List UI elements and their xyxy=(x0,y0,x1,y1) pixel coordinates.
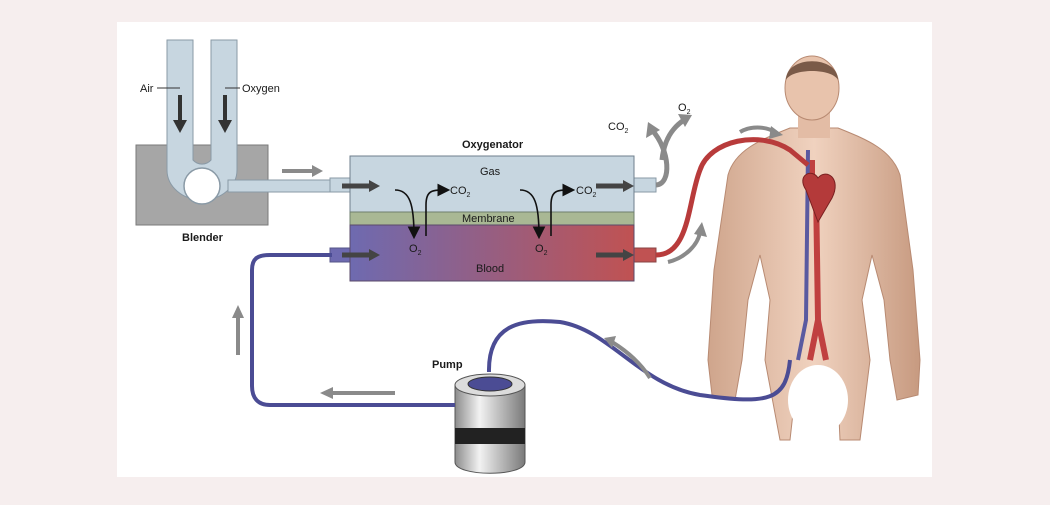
gas-out-arrow-head xyxy=(623,180,634,192)
heart xyxy=(802,172,836,224)
air-label: Air xyxy=(140,83,154,95)
air-down-arrow-head xyxy=(173,120,187,133)
blood-out-arrow-head xyxy=(623,249,634,261)
return-flow-arrows xyxy=(667,125,783,264)
gas-in-arrow-head xyxy=(369,180,380,192)
exhaust-co2-arrow xyxy=(650,128,670,188)
exhaust-outlet: CO2 O2 xyxy=(608,102,692,188)
arterial-return-cannula xyxy=(655,137,810,258)
pump-band xyxy=(455,428,525,444)
gas-chamber xyxy=(349,155,635,213)
pump-inlet xyxy=(467,376,513,392)
exhaust-o2-label: O2 xyxy=(678,102,691,116)
upflow-arrow xyxy=(232,305,244,355)
pump: Pump xyxy=(432,359,526,474)
groin-cover xyxy=(788,365,848,435)
blood-label: Blood xyxy=(476,263,504,275)
pump-to-oxygenator-tube xyxy=(250,253,455,407)
hair xyxy=(786,61,838,80)
gas-outlet-port xyxy=(631,177,657,193)
patient-figure xyxy=(707,55,921,441)
exhaust-o2-arrow-head xyxy=(678,114,692,127)
blender-title: Blender xyxy=(182,232,224,244)
blender: Air Oxygen Blender xyxy=(135,39,339,244)
oxygen-label: Oxygen xyxy=(242,83,280,95)
co2-exchange-arrow-right xyxy=(550,183,576,236)
o2-label-right: O2 xyxy=(535,243,548,257)
exhaust-o2-arrow xyxy=(659,117,686,161)
pump-outflow-arrow xyxy=(320,387,395,399)
pump-title: Pump xyxy=(432,359,463,371)
oxygenator-title: Oxygenator xyxy=(462,139,524,151)
membrane-label: Membrane xyxy=(462,213,515,225)
blender-mixing-valve xyxy=(183,167,221,205)
co2-label-right: CO2 xyxy=(576,185,597,199)
blood-outlet-port xyxy=(631,247,657,263)
exhaust-co2-arrow-head xyxy=(646,122,660,138)
gas-label: Gas xyxy=(480,166,501,178)
vena-cava xyxy=(796,149,810,361)
o2-exchange-arrow-left xyxy=(394,189,421,240)
o2-exchange-arrow-right xyxy=(519,189,546,240)
o2-label-left: O2 xyxy=(409,243,422,257)
oxygen-down-arrow-head xyxy=(218,120,232,133)
gas-flow-arrow xyxy=(282,165,323,177)
blood-in-arrow-head xyxy=(369,249,380,261)
blender-outlet-tube xyxy=(227,179,339,193)
exhaust-co2-label: CO2 xyxy=(608,121,629,135)
drainage-flow-arrow xyxy=(604,336,652,380)
co2-label-left: CO2 xyxy=(450,185,471,199)
co2-exchange-arrow-left xyxy=(425,183,451,236)
oxygenator: Oxygenator Gas Membrane Blood CO2 CO2 xyxy=(329,139,657,282)
venous-drainage-cannula xyxy=(486,319,792,402)
